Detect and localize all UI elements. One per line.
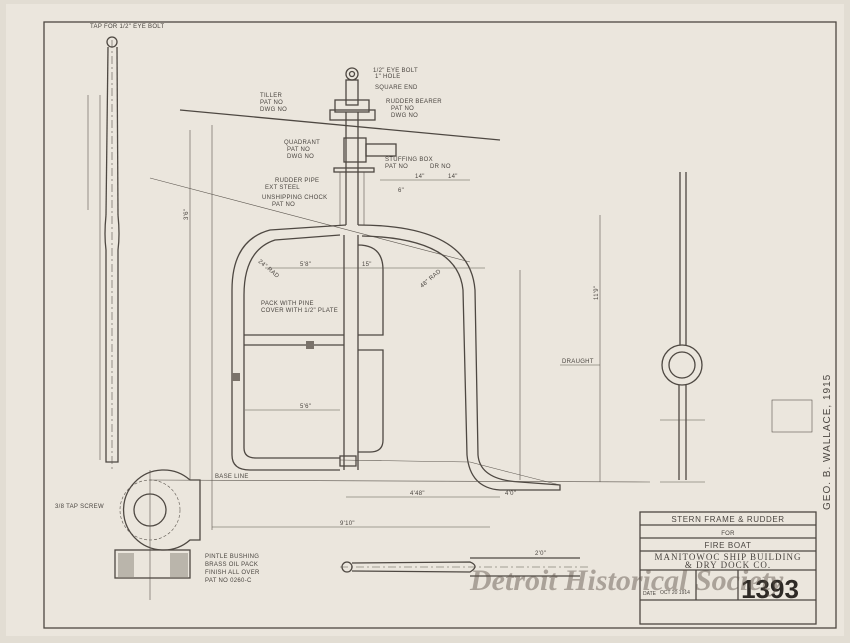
pintle-note-line-1: PINTLE BUSHING (205, 554, 259, 560)
pack-note-line-2: COVER WITH 1/2" PLATE (261, 308, 338, 314)
company-line-2: & DRY DOCK CO. (685, 560, 771, 570)
date-label: DATE (643, 591, 657, 597)
quadrant-label: QUADRANT (284, 140, 320, 146)
paper-sheet (6, 4, 844, 636)
quadrant-pat-no: PAT NO (287, 147, 310, 153)
tiller-pat-no: PAT NO (260, 100, 283, 106)
rudder-stock (329, 67, 397, 225)
unshipping-chock-label: UNSHIPPING CHOCK (262, 195, 327, 201)
tiller-dwg-no: DWG NO (260, 107, 287, 113)
draught-label: DRAUGHT (562, 359, 594, 365)
eye-bolt-hole-label: 1" HOLE (375, 74, 401, 80)
pack-note-line-1: PACK WITH PINE (261, 301, 314, 307)
rudder-bearer-dwg-no: DWG NO (391, 113, 418, 119)
pintle-note-line-2: BRASS OIL PACK (205, 562, 258, 568)
rudder-stock-elevation (87, 36, 120, 470)
unshipping-chock-pat-no: PAT NO (272, 202, 295, 208)
faded-stamp (771, 399, 813, 433)
dimension-label: 6" (398, 188, 404, 194)
dimension-label: 3'6" (184, 209, 190, 220)
deck-line (179, 109, 501, 141)
stuffing-box-dr-no: DR NO (430, 164, 451, 170)
square-end-label: SQUARE END (375, 85, 418, 91)
company-line-1: MANITOWOC SHIP BUILDING (655, 552, 802, 562)
tiller-arm-drawing (340, 557, 590, 577)
dimension-label: 2'0" (535, 551, 546, 557)
dimension-label: 5'6" (300, 404, 311, 410)
dimension-label: 14" (415, 174, 425, 180)
dimension-label: 14" (448, 174, 458, 180)
pintle-note-line-4: PAT NO 0260-C (205, 578, 252, 584)
dimension-label: 9'10" (340, 521, 355, 527)
tap-screw-label: 3/8 TAP SCREW (55, 504, 104, 510)
title-for: FOR (721, 531, 735, 537)
dimension-lines (149, 125, 651, 530)
hull-line (149, 177, 471, 263)
pintle-bushing-drawing (114, 469, 201, 600)
title-block (639, 511, 817, 625)
stuffing-box-pat-no: PAT NO (385, 164, 408, 170)
drawing-border (43, 21, 837, 629)
drawing-number: 1393 (741, 574, 799, 604)
dimension-label: 15" (362, 262, 372, 268)
rudder-pipe-ext-steel: EXT STEEL (265, 185, 300, 191)
rudder-bearer-pat-no: PAT NO (391, 106, 414, 112)
draftsman-signature: GEO. B. WALLACE, 1915 (822, 374, 833, 510)
rudder-bearer-label: RUDDER BEARER (386, 99, 442, 105)
rudder-section-side (660, 172, 705, 483)
rudder-pipe-label: RUDDER PIPE (275, 178, 319, 184)
dimension-label: 5'8" (300, 262, 311, 268)
quadrant-dwg-no: DWG NO (287, 154, 314, 160)
watermark: Detroit Historical Society (469, 564, 784, 597)
tap-eye-bolt-label: TAP FOR 1/2" EYE BOLT (90, 24, 164, 30)
drawing-title: STERN FRAME & RUDDER (671, 515, 784, 524)
dimension-label: 4'48" (410, 491, 425, 497)
vessel-name: FIRE BOAT (704, 541, 751, 550)
base-line-label: BASE LINE (215, 474, 249, 480)
eye-bolt-label: 1/2" EYE BOLT (373, 68, 418, 74)
pintle-note-line-3: FINISH ALL OVER (205, 570, 260, 576)
tiller-label: TILLER (260, 93, 283, 99)
dimension-label: 4'0" (505, 491, 516, 497)
stuffing-box-label: STUFFING BOX (385, 157, 433, 163)
dimension-label: 11'9" (594, 286, 600, 300)
drawing-date: OCT 20 1914 (660, 590, 690, 596)
